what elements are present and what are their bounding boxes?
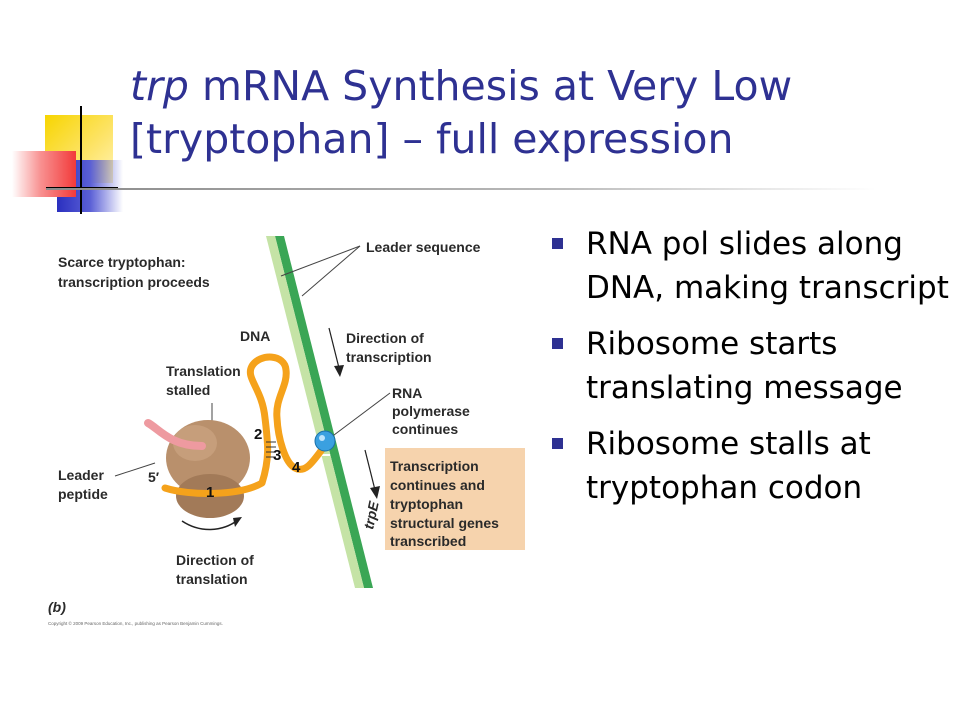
bullet-item: RNA pol slides along DNA, making transcr… bbox=[552, 222, 952, 310]
rna-polymerase-line1: RNA bbox=[392, 385, 422, 401]
heading-line1: Scarce tryptophan: bbox=[58, 254, 186, 270]
transcription-arrow bbox=[328, 327, 340, 369]
transcription-arrowhead bbox=[334, 365, 344, 377]
rna-polymerase bbox=[314, 430, 336, 452]
bullet-list: RNA pol slides along DNA, making transcr… bbox=[552, 222, 952, 522]
direction-transcription-line1: Direction of bbox=[346, 330, 424, 346]
box-line4: structural genes bbox=[390, 515, 499, 531]
corner-vertical-line bbox=[80, 106, 82, 214]
direction-translation-line1: Direction of bbox=[176, 552, 254, 568]
bullet-square-icon bbox=[552, 338, 563, 349]
translation-stalled-line1: Translation bbox=[166, 363, 241, 379]
box-line5: transcribed bbox=[390, 533, 466, 549]
panel-label: (b) bbox=[48, 599, 66, 615]
rna-polymerase-line2: polymerase bbox=[392, 403, 470, 419]
title-underline bbox=[46, 188, 876, 190]
bullet-square-icon bbox=[552, 238, 563, 249]
bullet-text: RNA pol slides along DNA, making transcr… bbox=[586, 226, 949, 306]
direction-translation-line2: translation bbox=[176, 571, 248, 587]
leader-sequence-pointer-1 bbox=[280, 245, 361, 277]
region-3-label: 3 bbox=[273, 447, 281, 464]
region-4-label: 4 bbox=[292, 459, 301, 476]
heading-line2: transcription proceeds bbox=[58, 274, 210, 290]
leader-sequence-pointer-2 bbox=[301, 245, 361, 297]
box-line3: tryptophan bbox=[390, 496, 463, 512]
leader-peptide-line2: peptide bbox=[58, 486, 108, 502]
bullet-square-icon bbox=[552, 438, 563, 449]
dna-strand-dark bbox=[275, 236, 373, 588]
slide-title: trp mRNA Synthesis at Very Low [tryptopha… bbox=[130, 60, 930, 166]
bullet-text: Ribosome stalls at tryptophan codon bbox=[586, 426, 871, 506]
title-line1-rest: mRNA Synthesis at Very Low bbox=[188, 62, 793, 110]
dna-strand-light bbox=[266, 236, 364, 588]
corner-red-square bbox=[12, 151, 76, 197]
translation-rotation-arrow bbox=[181, 519, 239, 531]
leader-sequence-label: Leader sequence bbox=[366, 239, 481, 255]
trpE-arrow bbox=[364, 449, 376, 491]
region-2-label: 2 bbox=[254, 426, 262, 443]
copyright-notice: Copyright © 2009 Pearson Education, Inc.… bbox=[48, 620, 223, 626]
leader-peptide-pointer bbox=[114, 462, 156, 477]
leader-peptide-strand bbox=[144, 419, 206, 450]
region-1-label: 1 bbox=[206, 484, 214, 501]
trpE-label: trpE bbox=[360, 499, 382, 530]
dna-label: DNA bbox=[240, 328, 270, 344]
transcription-continues-box bbox=[385, 448, 525, 550]
title-italic: trp bbox=[130, 62, 189, 110]
translation-stalled-line2: stalled bbox=[166, 382, 210, 398]
direction-transcription-line2: transcription bbox=[346, 349, 432, 365]
trp-attenuation-diagram: Scarce tryptophan: transcription proceed… bbox=[48, 236, 525, 626]
trpE-arrowhead bbox=[370, 486, 380, 499]
box-line1: Transcription bbox=[390, 458, 479, 474]
mrna-strand bbox=[161, 353, 330, 497]
five-prime-label: 5′ bbox=[148, 469, 160, 485]
leader-peptide-line1: Leader bbox=[58, 467, 104, 483]
rna-polymerase-line3: continues bbox=[392, 421, 458, 437]
polymerase-pointer bbox=[329, 392, 391, 439]
bullet-item: Ribosome starts translating message bbox=[552, 322, 952, 410]
title-line2: [tryptophan] – full expression bbox=[130, 115, 734, 163]
bullet-item: Ribosome stalls at tryptophan codon bbox=[552, 422, 952, 510]
rna-polymerase-shine bbox=[319, 435, 325, 441]
bullet-text: Ribosome starts translating message bbox=[586, 326, 903, 406]
box-line2: continues and bbox=[390, 477, 485, 493]
translation-rotation-arrowhead bbox=[233, 517, 242, 527]
